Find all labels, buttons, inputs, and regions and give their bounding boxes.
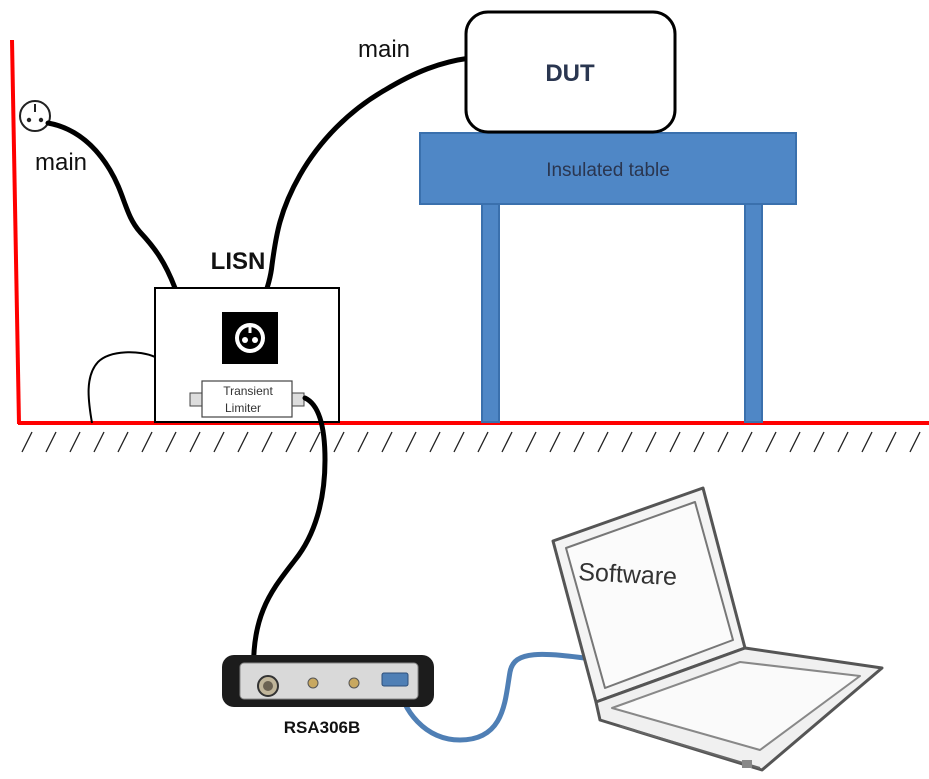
lisn-box: LISN Transient Limiter xyxy=(154,248,340,423)
software-label: Software xyxy=(578,558,678,591)
hatch-mark xyxy=(669,431,681,453)
hatch-mark xyxy=(165,431,177,453)
hatch-mark xyxy=(285,431,297,453)
hatch-mark xyxy=(141,431,153,453)
hatch-mark xyxy=(837,431,849,453)
hatch-mark xyxy=(573,431,585,453)
hatch-mark xyxy=(693,431,705,453)
hatch-mark xyxy=(405,431,417,453)
hatch-mark xyxy=(717,431,729,453)
hatch-mark xyxy=(477,431,489,453)
insulated-table: Insulated table xyxy=(419,132,797,423)
usb-cable-analyzer-to-laptop xyxy=(395,652,603,743)
hatch-mark xyxy=(645,431,657,453)
hatch-mark xyxy=(741,431,753,453)
hatch-mark xyxy=(21,431,33,453)
hatch-mark xyxy=(813,431,825,453)
hatch-mark xyxy=(861,431,873,453)
limiter-label-line2: Limiter xyxy=(225,401,261,415)
hatch-mark xyxy=(45,431,57,453)
hatch-mark xyxy=(525,431,537,453)
mains-cable-lisn-to-dut xyxy=(255,55,473,321)
laptop-icon xyxy=(551,486,884,772)
spectrum-analyzer-device: RSA306B xyxy=(222,655,434,737)
main-label-top: main xyxy=(358,36,410,63)
hatch-mark xyxy=(909,431,921,453)
hatch-mark xyxy=(621,431,633,453)
hatch-mark xyxy=(357,431,369,453)
hatch-mark xyxy=(429,431,441,453)
hatch-mark xyxy=(261,431,273,453)
hatch-mark xyxy=(501,431,513,453)
hatch-mark xyxy=(213,431,225,453)
hatch-mark xyxy=(117,431,129,453)
dut-box: DUT xyxy=(464,10,677,134)
analyzer-label: RSA306B xyxy=(284,718,361,737)
hatch-mark xyxy=(885,431,897,453)
coax-cable-limiter-to-analyzer xyxy=(251,395,328,683)
dut-label: DUT xyxy=(545,60,595,87)
hatch-mark xyxy=(69,431,81,453)
main-label-left: main xyxy=(35,149,87,176)
transient-limiter: Transient Limiter xyxy=(189,380,305,418)
hatch-mark xyxy=(381,431,393,453)
hatch-mark xyxy=(237,431,249,453)
limiter-label-line1: Transient xyxy=(223,384,273,398)
hatch-mark xyxy=(765,431,777,453)
hatch-mark xyxy=(93,431,105,453)
insulated-table-label: Insulated table xyxy=(546,160,670,181)
hatch-mark xyxy=(789,431,801,453)
lisn-label: LISN xyxy=(211,248,266,275)
lisn-outlet-icon xyxy=(222,312,278,364)
hatch-mark xyxy=(309,431,321,453)
hatch-mark xyxy=(549,431,561,453)
lisn-ground-strap xyxy=(87,351,156,424)
wall-outlet-icon xyxy=(19,100,51,132)
mains-cable-wall-to-lisn xyxy=(45,120,178,291)
hatch-mark xyxy=(597,431,609,453)
hatch-mark xyxy=(333,431,345,453)
hatch-mark xyxy=(453,431,465,453)
ground-hatch xyxy=(21,431,921,453)
hatch-mark xyxy=(189,431,201,453)
